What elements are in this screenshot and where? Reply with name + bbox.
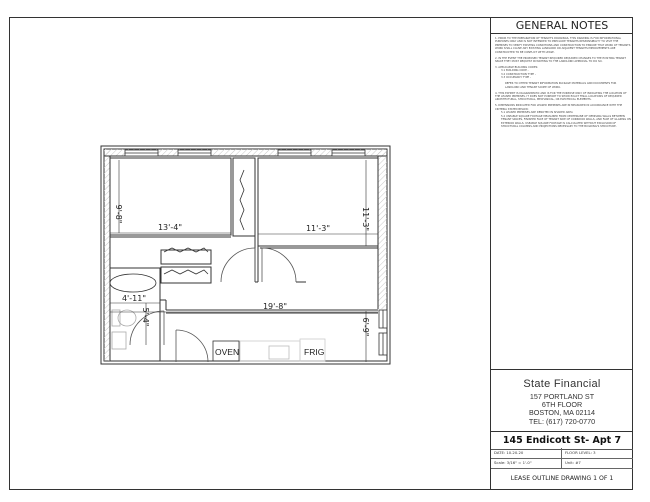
oven-label: OVEN xyxy=(215,347,239,357)
kitchen-sink-icon xyxy=(268,345,290,360)
note-item: 2. IN THE EVENT THE PROPOSED TENANT REQU… xyxy=(495,56,626,64)
note-item: 5.2 USEABLE SQUARE FOOTAGE MEASURED FROM… xyxy=(501,114,631,128)
bathroom-fixtures xyxy=(109,273,157,350)
exterior-walls xyxy=(100,145,391,365)
toilet-tank-icon xyxy=(111,309,121,327)
date-field: DATE: 10.20.20 xyxy=(491,448,562,458)
sink-icon xyxy=(111,331,127,350)
firm-address: 157 PORTLAND ST 6TH FLOOR BOSTON, MA 021… xyxy=(491,392,633,426)
title-block: GENERAL NOTES 1. PRIOR TO THE PREPARATIO… xyxy=(490,17,633,490)
firm-name: State Financial xyxy=(523,378,601,390)
scale-field: Scale: 3/16" = 1'-0" xyxy=(491,458,562,468)
windows-top xyxy=(124,149,366,157)
dim-bedroom1-width: 13'-4" xyxy=(158,223,182,232)
firm-address-line: BOSTON, MA 02114 xyxy=(528,408,596,418)
toilet-bowl-icon xyxy=(117,309,137,327)
dimension-lines xyxy=(110,160,378,362)
firm-phone: TEL: (617) 720-0770 xyxy=(528,416,596,426)
note-item: 3.1 BUILDING CODE - xyxy=(501,69,529,73)
note-item: 5. DIMENSIONS INDICATED FOR LEASED PREMI… xyxy=(495,104,623,111)
general-notes-body: 1. PRIOR TO THE PREPARATION OF TENANT'S … xyxy=(495,37,631,131)
note-item: 5.1 LEASED PREMISES ARE DENOTED IN SHADE… xyxy=(501,111,573,115)
note-item: 4. THIS EXHIBIT IS DIAGRAMMATIC AND IS F… xyxy=(495,91,627,102)
meta-row: Scale: 3/16" = 1'-0" Unit: #7 xyxy=(491,458,633,469)
windows-right xyxy=(378,309,388,356)
note-item: 3.3 OCCUPANCY TYPE - xyxy=(501,76,531,80)
general-notes-title: GENERAL NOTES xyxy=(491,17,633,34)
dim-bedroom2-depth: 11'-3" xyxy=(361,207,370,231)
dim-bath-width: 4'-11" xyxy=(122,294,146,303)
fridge-icon xyxy=(299,338,326,362)
note-item: 3.2 CONSTRUCTION TYPE - xyxy=(501,72,536,76)
swing-doors xyxy=(129,247,297,363)
note-item: 1. PRIOR TO THE PREPARATION OF TENANT'S … xyxy=(495,37,631,54)
dim-bath-depth: 5'-4" xyxy=(141,308,150,327)
note-item: REFER TO OTHER TENANT INFORMATION PACKAG… xyxy=(505,82,617,89)
drawing-sheet-border xyxy=(9,17,633,490)
bathtub-icon xyxy=(109,273,157,293)
kitchen-fixtures xyxy=(212,338,326,362)
interior-walls xyxy=(109,157,387,365)
closet-bifold-doors xyxy=(163,169,245,275)
floor-level-field: FLOOR LEVEL: 3 xyxy=(565,450,596,455)
note-item: 3. APPLICABLE BUILDING CODES: xyxy=(495,66,539,70)
fridge-label: FRIG xyxy=(304,347,324,357)
firm-address-line: 6TH FLOOR xyxy=(541,400,583,410)
floor-plan: OVEN FRIG 13'-4" 9'-8" 11'-3" 11'-3" 4'-… xyxy=(100,145,391,365)
meta-row: DATE: 10.20.20 FLOOR LEVEL: 3 xyxy=(491,448,633,459)
dim-bedroom1-depth: 9'-8" xyxy=(114,205,123,224)
dim-living-width: 19'-8" xyxy=(263,302,287,311)
firm-block: State Financial 157 PORTLAND ST 6TH FLOO… xyxy=(491,369,633,432)
sheet-label: LEASE OUTLINE DRAWING 1 OF 1 xyxy=(510,475,614,482)
dim-bedroom2-width: 11'-3" xyxy=(306,224,330,233)
firm-address-line: 157 PORTLAND ST xyxy=(529,392,595,401)
project-meta: DATE: 10.20.20 FLOOR LEVEL: 3 Scale: 3/1… xyxy=(491,448,633,469)
project-title: 145 Endicott St- Apt 7 xyxy=(491,431,633,450)
dim-living-depth: 6'-9" xyxy=(361,318,370,337)
unit-field: Unit: #7 xyxy=(565,460,581,465)
